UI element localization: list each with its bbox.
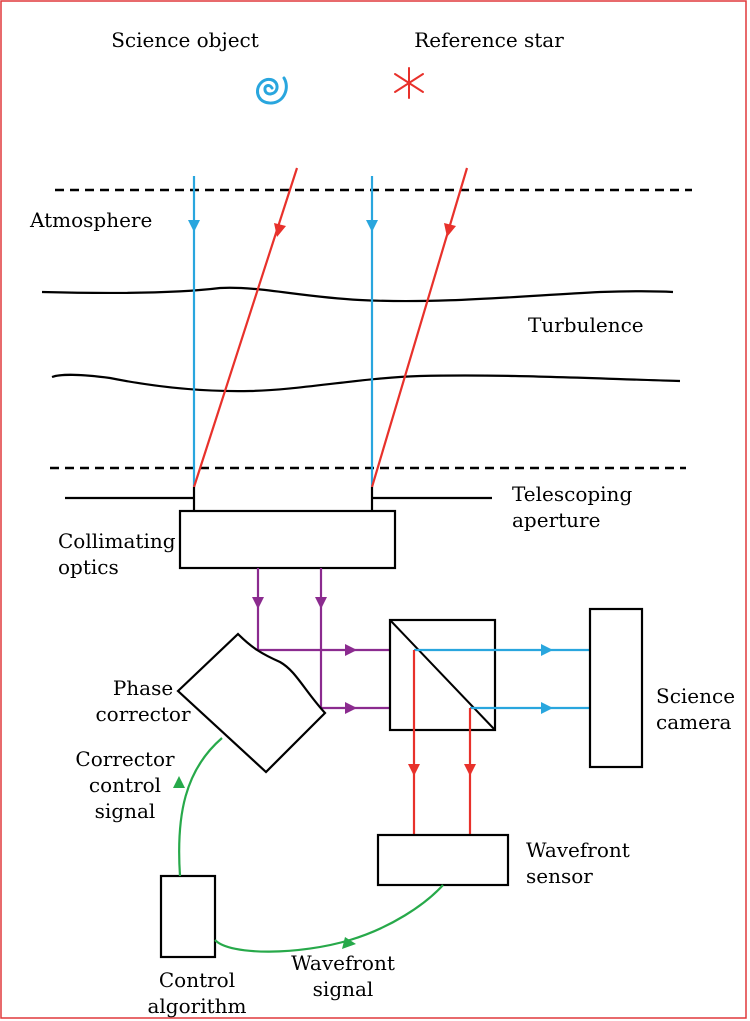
reference-ray-left-arrow	[274, 223, 286, 237]
telescope-aperture	[65, 487, 492, 511]
science-camera-label-line2: camera	[656, 710, 731, 734]
phase-corrector-label-line2: corrector	[95, 702, 190, 726]
reference-star-label: Reference star	[414, 28, 564, 52]
wavefront-signal-label-line2: signal	[313, 977, 374, 1001]
control-algorithm-box	[159, 874, 217, 959]
phase-corrector-label-line1: Phase	[113, 676, 173, 700]
collimated-beam-1-down-arrow	[252, 597, 264, 609]
reference-beam-1-arrow	[408, 764, 420, 776]
collimated-beam-2-right-arrow	[345, 702, 357, 714]
science-beam-1-arrow	[541, 644, 553, 656]
science-ray-right-arrow	[366, 220, 378, 232]
beam-splitter-diagonal	[389, 619, 496, 731]
phase-corrector-mirror	[176, 632, 327, 774]
telescoping-aperture-label-line2: aperture	[512, 508, 600, 532]
corrector-control-signal-label-line1: Corrector	[75, 747, 175, 771]
wavefront-signal-path	[214, 884, 444, 953]
science-beam-2-arrow	[541, 702, 553, 714]
corrector-control-signal-label-line2: control	[89, 773, 161, 797]
corrector-control-signal-label-line3: signal	[95, 799, 156, 823]
wavefront-signal-label-line1: Wavefront	[291, 951, 395, 975]
collimating-optics-label-line1: Collimating	[58, 529, 176, 553]
science-object-label: Science object	[111, 28, 259, 52]
beam-splitter-cube	[388, 618, 497, 732]
science-camera-box	[588, 607, 644, 769]
star-asterisk-icon	[394, 67, 424, 99]
collimated-beam-1	[256, 568, 390, 652]
science-camera-label-line1: Science	[656, 684, 735, 708]
wavefront-sensor-label-line1: Wavefront	[526, 838, 630, 862]
collimating-optics-label-line2: optics	[58, 555, 119, 579]
wavefront-sensor-box	[376, 833, 510, 887]
collimating-optics-box	[178, 509, 397, 570]
reference-ray-left	[192, 167, 299, 488]
wavefront-sensor-label-line2: sensor	[526, 864, 593, 888]
turbulence-label: Turbulence	[528, 313, 644, 337]
reference-beam-2-arrow	[464, 764, 476, 776]
science-ray-left-arrow	[188, 220, 200, 232]
turbulence-layer-lower	[51, 373, 681, 393]
telescoping-aperture-label-line1: Telescoping	[512, 482, 632, 506]
corrector-control-signal-path	[178, 737, 223, 877]
corrector-control-signal-arrow	[173, 776, 185, 788]
collimated-beam-1-right-arrow	[345, 644, 357, 656]
collimated-beam-2-down-arrow	[315, 597, 327, 609]
control-algorithm-label-line2: algorithm	[147, 994, 246, 1018]
atmosphere-label: Atmosphere	[29, 208, 152, 232]
turbulence-layer-upper	[41, 286, 674, 303]
spiral-galaxy-icon	[256, 76, 288, 105]
reference-ray-right	[370, 167, 469, 488]
control-algorithm-label-line1: Control	[159, 968, 235, 992]
wavefront-signal-arrow	[342, 937, 356, 949]
collimated-beam-2	[319, 568, 390, 710]
reference-ray-right-arrow	[444, 223, 456, 237]
